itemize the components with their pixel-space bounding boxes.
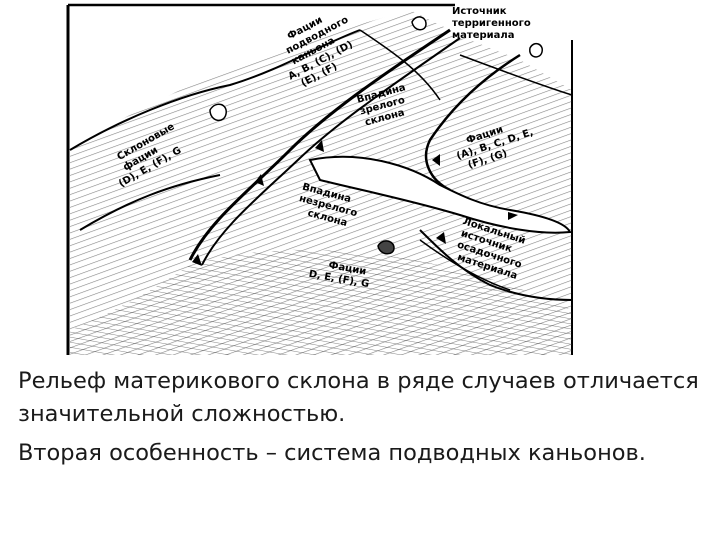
canyon-relief-illustration: Источник терригенного материала Фации по…	[60, 0, 580, 355]
svg-text:терригенного: терригенного	[452, 18, 531, 29]
label-terrigenous-source: Источник терригенного материала	[452, 6, 531, 41]
caption-paragraph-2: Вторая особенность – система подводных к…	[18, 437, 708, 470]
caption: Рельеф материкового склона в ряде случае…	[18, 365, 708, 476]
svg-text:материала: материала	[452, 30, 515, 41]
svg-text:Источник: Источник	[452, 6, 507, 17]
caption-paragraph-1: Рельеф материкового склона в ряде случае…	[18, 365, 708, 431]
